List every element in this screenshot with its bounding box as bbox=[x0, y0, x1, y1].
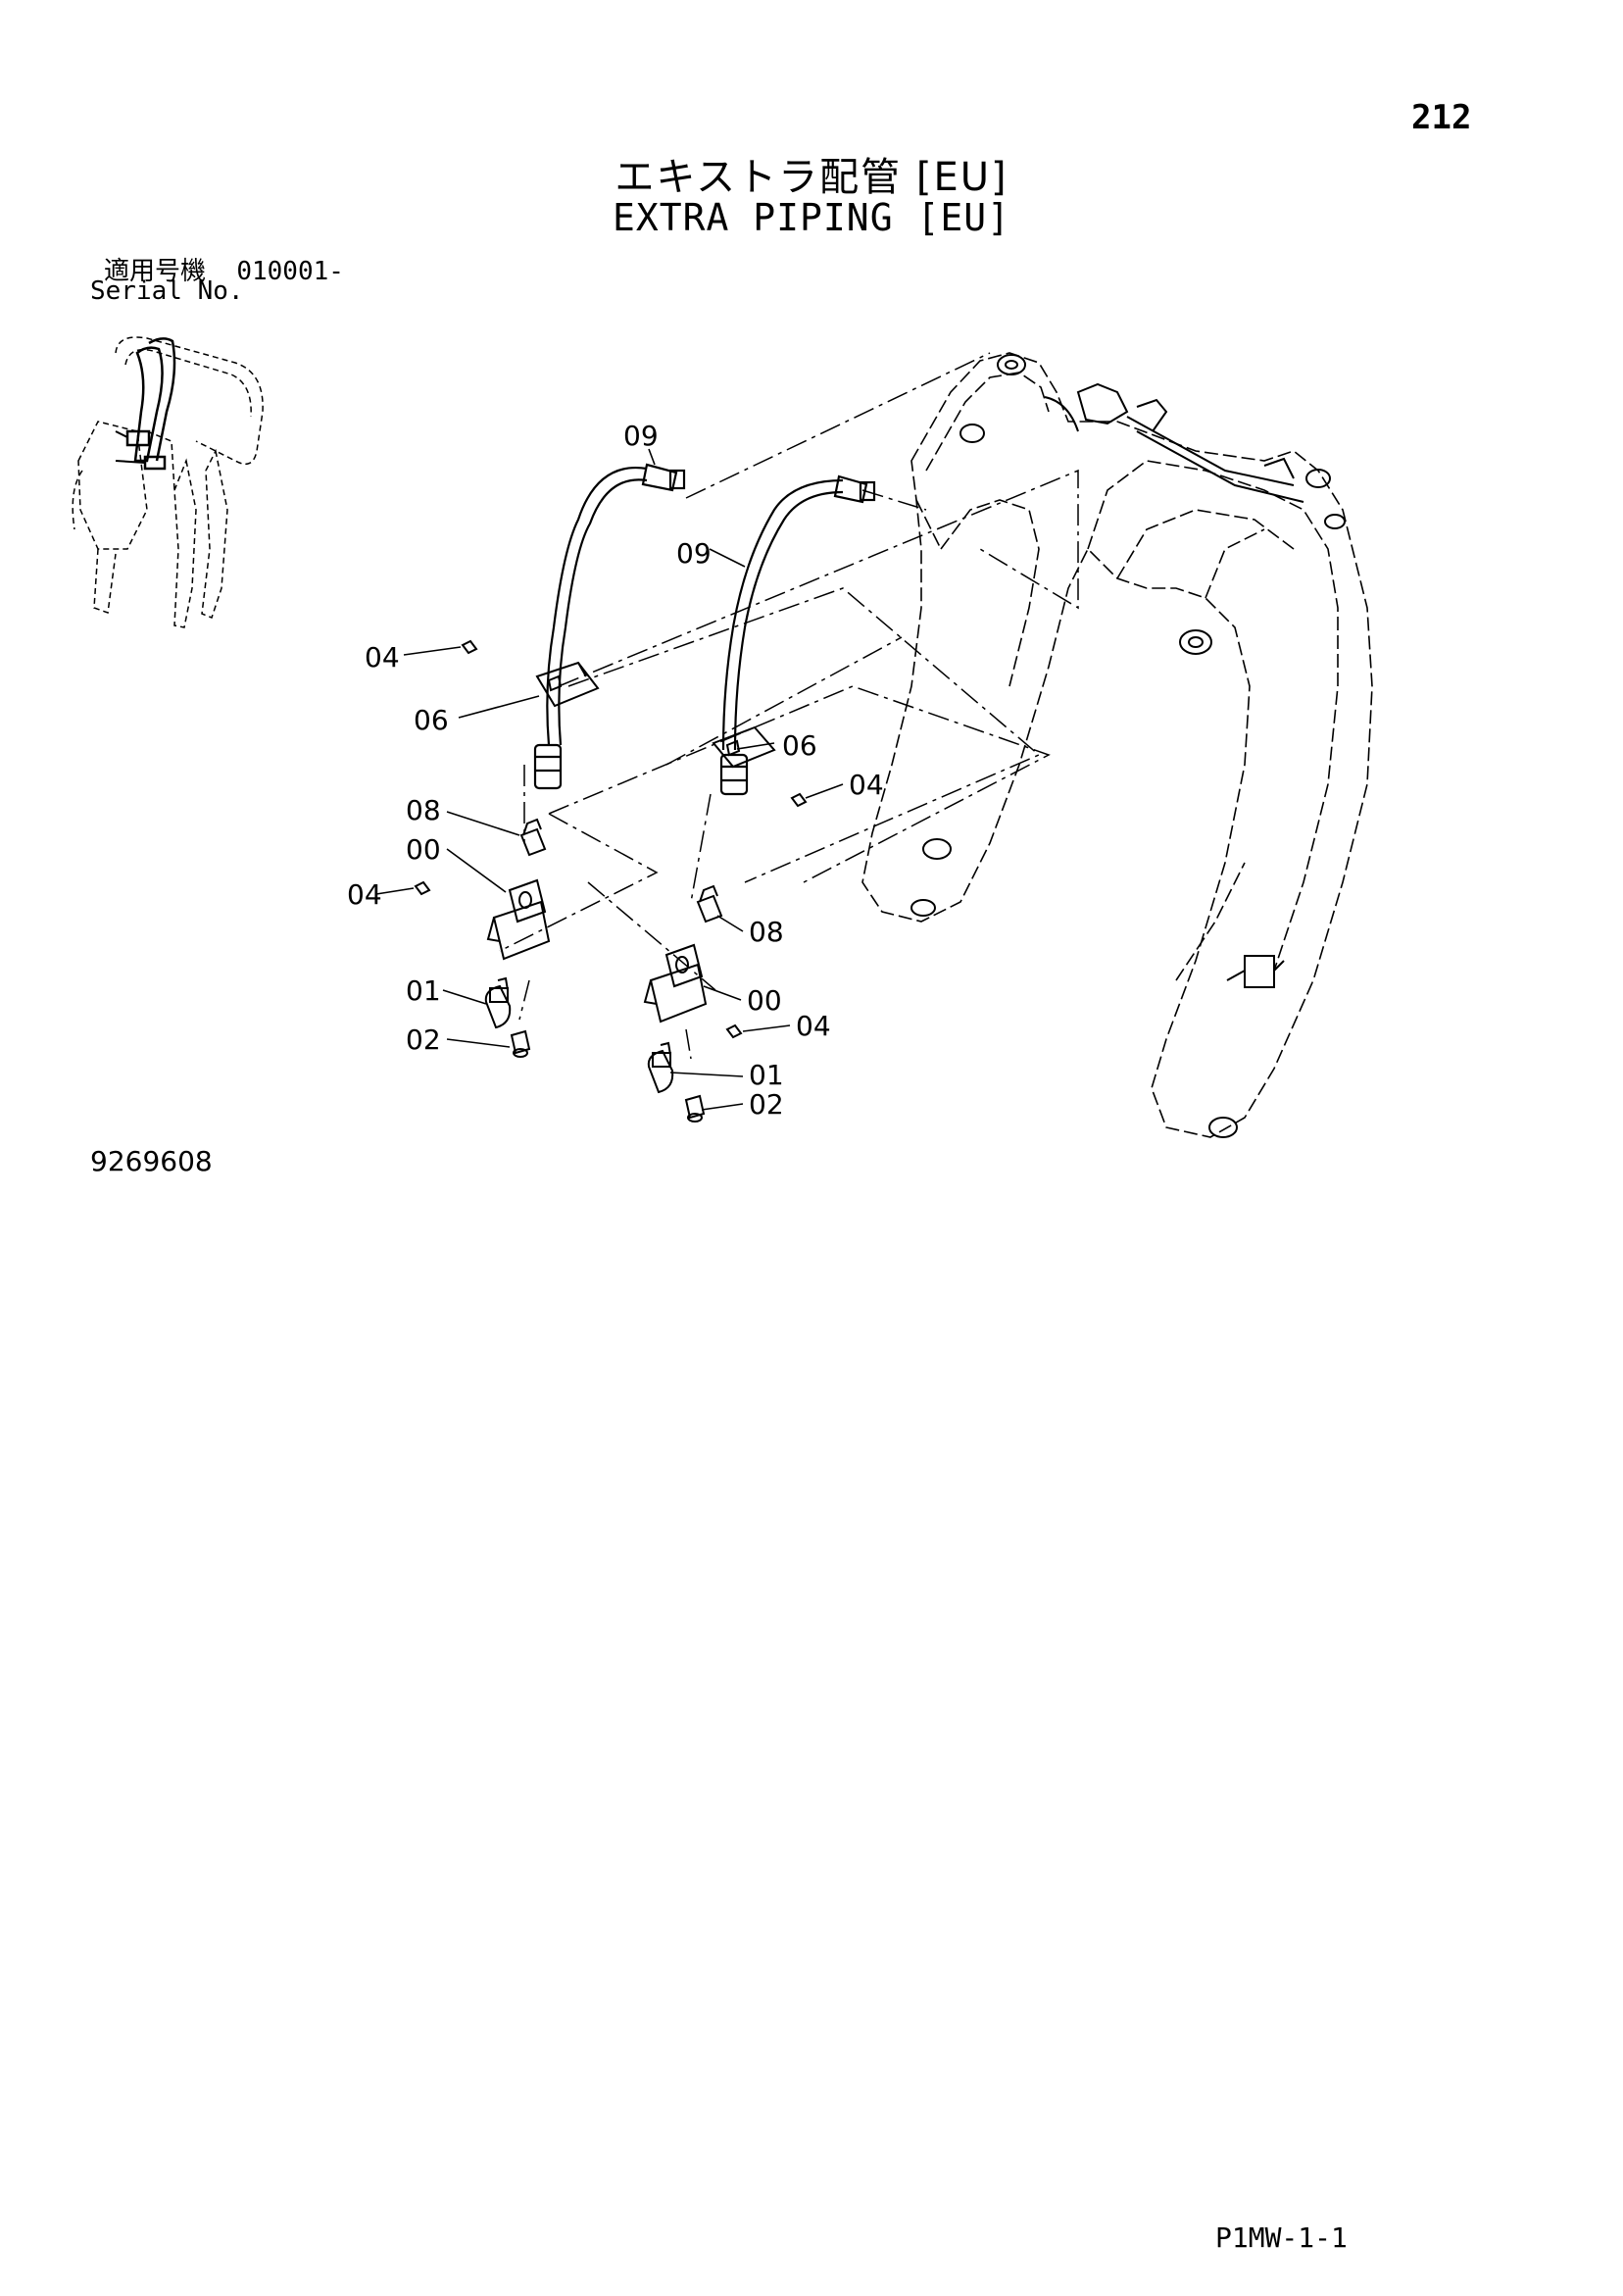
callout-09-upper: 09 bbox=[623, 420, 659, 452]
callout-08-left: 08 bbox=[406, 794, 441, 826]
callout-00-right: 00 bbox=[747, 984, 782, 1017]
valve-block-00-right bbox=[643, 943, 708, 1023]
callout-09-lower: 09 bbox=[676, 537, 712, 570]
cap-02-right bbox=[684, 1094, 706, 1123]
callout-04-c: 04 bbox=[347, 878, 382, 911]
drawing-number: 9269608 bbox=[90, 1145, 213, 1177]
callout-06-left: 06 bbox=[414, 704, 449, 736]
elbow-01-right bbox=[647, 1041, 674, 1094]
valve-block-00-left bbox=[486, 878, 551, 961]
serial-number: 010001- bbox=[236, 257, 344, 286]
arm-boom-outline bbox=[861, 352, 1373, 1138]
page-number: 212 bbox=[1411, 98, 1472, 137]
page-title-japanese: エキストラ配管 [EU] bbox=[615, 155, 1008, 200]
callout-06-right: 06 bbox=[782, 729, 817, 762]
elbow-01-left bbox=[484, 976, 512, 1029]
callout-04-a: 04 bbox=[365, 641, 400, 674]
callout-leaders bbox=[375, 448, 844, 1111]
callout-08-right: 08 bbox=[749, 916, 784, 948]
page-title-english: EXTRA PIPING [EU] bbox=[613, 196, 1010, 239]
callout-01-right: 01 bbox=[749, 1059, 784, 1091]
callout-02-left: 02 bbox=[406, 1023, 441, 1056]
fittings-08 bbox=[519, 818, 723, 923]
assembly-leader-lines bbox=[499, 352, 1079, 1060]
hose-right bbox=[719, 474, 876, 796]
callout-labels: 09 09 04 06 06 04 08 00 04 08 01 00 04 0… bbox=[347, 420, 884, 1121]
locator-thumbnail bbox=[72, 336, 264, 628]
bracket-06-right bbox=[712, 725, 776, 769]
serial-label-japanese: 適用号機 010001- bbox=[104, 251, 344, 287]
serial-label-jp: 適用号機 bbox=[104, 257, 207, 286]
boom-pin-bosses bbox=[910, 354, 1346, 1138]
callout-02-right: 02 bbox=[749, 1088, 784, 1121]
callout-00-left: 00 bbox=[406, 833, 441, 866]
page-code: P1MW-1-1 bbox=[1215, 2221, 1348, 2254]
serial-label-english: Serial No. bbox=[90, 276, 244, 306]
callout-04-b: 04 bbox=[849, 769, 884, 801]
hose-left bbox=[533, 463, 686, 790]
callout-04-d: 04 bbox=[796, 1010, 831, 1042]
bracket-06-left bbox=[535, 661, 600, 708]
cap-02-left bbox=[510, 1029, 531, 1058]
parts-diagram: 09 09 04 06 06 04 08 00 04 08 01 00 04 0… bbox=[72, 336, 1373, 1138]
bolts-04 bbox=[414, 639, 808, 1039]
callout-01-left: 01 bbox=[406, 974, 441, 1007]
